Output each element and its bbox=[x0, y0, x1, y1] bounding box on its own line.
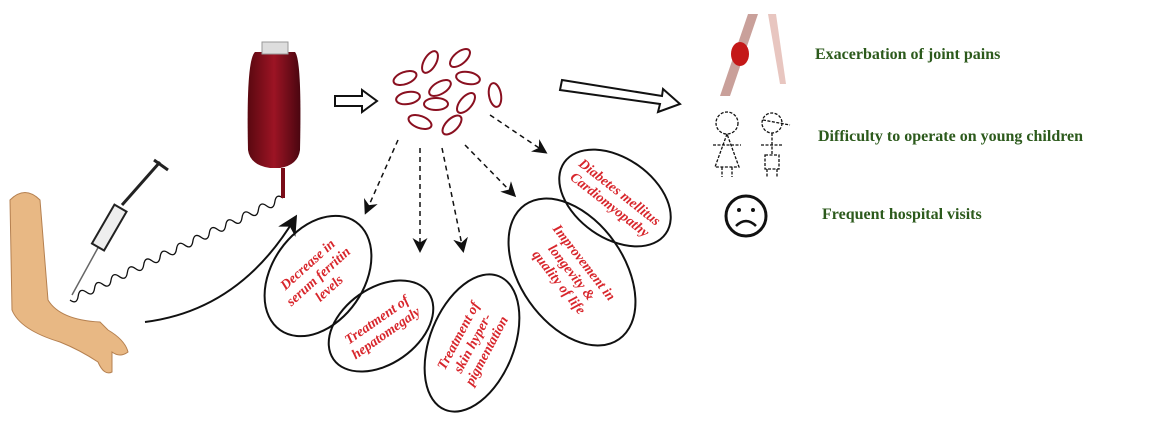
children-icon bbox=[713, 111, 791, 177]
red-blood-cell bbox=[428, 79, 452, 97]
drawback-label: Exacerbation of joint pains bbox=[815, 46, 1001, 63]
curved-arrow bbox=[144, 214, 298, 323]
arm-icon bbox=[9, 192, 129, 374]
red-blood-cell bbox=[455, 70, 481, 86]
dashed-arrows bbox=[364, 114, 548, 253]
benefit-ellipse bbox=[558, 148, 672, 248]
joint-pain-icon bbox=[720, 14, 786, 96]
benefit-ellipse bbox=[263, 214, 373, 338]
drawback-label: Frequent hospital visits bbox=[822, 206, 982, 223]
red-blood-cell bbox=[487, 82, 503, 108]
red-blood-cell bbox=[392, 70, 418, 86]
blood-bag-icon bbox=[247, 41, 301, 198]
red-blood-cell bbox=[423, 97, 449, 111]
red-blood-cells-icon bbox=[392, 48, 503, 136]
red-blood-cell bbox=[441, 114, 463, 136]
hollow-arrow-long bbox=[558, 78, 682, 114]
red-blood-cell bbox=[395, 90, 421, 106]
syringe-icon bbox=[71, 158, 169, 296]
red-blood-cell bbox=[449, 48, 471, 68]
tube-line bbox=[69, 195, 284, 303]
red-blood-cell bbox=[421, 50, 439, 74]
sad-face-icon bbox=[724, 194, 768, 238]
benefit-ellipse bbox=[423, 273, 521, 413]
red-blood-cell bbox=[456, 92, 476, 114]
red-blood-cell bbox=[407, 114, 433, 130]
hollow-arrow bbox=[334, 88, 379, 114]
drawback-label: Difficulty to operate on young children bbox=[818, 128, 1084, 145]
benefit-ellipse bbox=[327, 279, 435, 373]
